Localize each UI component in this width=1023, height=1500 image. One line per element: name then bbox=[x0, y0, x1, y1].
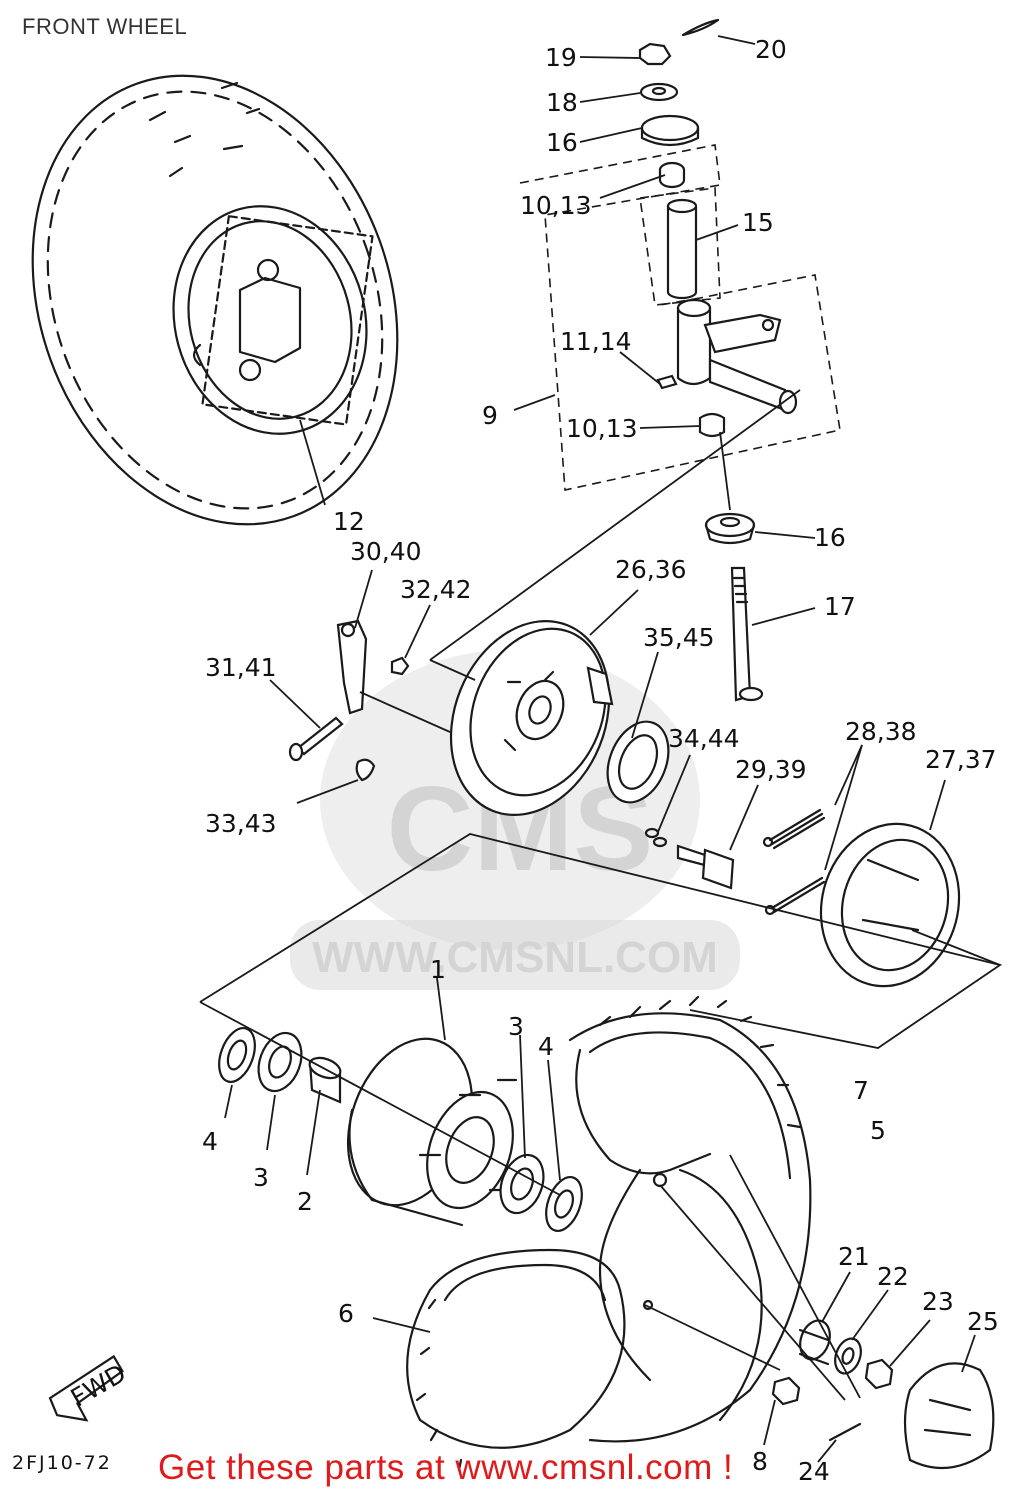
camshaft bbox=[676, 844, 735, 890]
callout-19: 19 bbox=[545, 43, 577, 72]
callout-labels: 19 20 18 16 10,13 15 11,14 9 10,13 12 16… bbox=[202, 35, 999, 1486]
callout-22: 22 bbox=[877, 1262, 909, 1291]
callout-11-14: 11,14 bbox=[560, 327, 632, 356]
callout-18: 18 bbox=[546, 88, 578, 117]
callout-2: 2 bbox=[297, 1187, 313, 1216]
leader-lines bbox=[224, 35, 976, 1463]
callout-21: 21 bbox=[838, 1242, 870, 1271]
callout-34-44: 34,44 bbox=[668, 724, 740, 753]
lower-bush-and-bolt bbox=[704, 512, 764, 702]
callout-24: 24 bbox=[798, 1457, 830, 1486]
callout-17: 17 bbox=[824, 592, 856, 621]
footer-link-text[interactable]: Get these parts at www.cmsnl.com ! bbox=[158, 1448, 734, 1487]
page-title: FRONT WHEEL bbox=[22, 14, 188, 39]
callout-4-right: 4 bbox=[538, 1032, 554, 1061]
callout-3-right: 3 bbox=[508, 1012, 524, 1041]
callout-31-41: 31,41 bbox=[205, 653, 277, 682]
callout-16-lower: 16 bbox=[814, 523, 846, 552]
callout-4-left: 4 bbox=[202, 1127, 218, 1156]
callout-1: 1 bbox=[430, 955, 446, 984]
brake-plate bbox=[449, 620, 614, 816]
callout-29-39: 29,39 bbox=[735, 755, 807, 784]
callout-10-13-lower: 10,13 bbox=[566, 414, 638, 443]
callout-26-36: 26,36 bbox=[615, 555, 687, 584]
springs-and-shoes bbox=[762, 808, 961, 988]
callout-6: 6 bbox=[338, 1299, 354, 1328]
callout-9: 9 bbox=[482, 401, 498, 430]
axle-end-parts bbox=[771, 1319, 995, 1470]
callout-5: 5 bbox=[870, 1116, 886, 1145]
callout-30-40: 30,40 bbox=[350, 537, 422, 566]
diagram-code: 2FJ10-72 bbox=[12, 1452, 112, 1474]
cam-lever bbox=[288, 619, 410, 782]
callout-33-43: 33,43 bbox=[205, 809, 277, 838]
top-hardware bbox=[638, 18, 720, 189]
callout-20: 20 bbox=[755, 35, 787, 64]
seal-and-orings bbox=[606, 720, 670, 848]
callout-27-37: 27,37 bbox=[925, 745, 997, 774]
callout-32-42: 32,42 bbox=[400, 575, 472, 604]
assembled-wheel-illustration bbox=[31, 74, 399, 526]
fwd-arrow: FWD bbox=[48, 1354, 131, 1422]
callout-23: 23 bbox=[922, 1287, 954, 1316]
callout-25: 25 bbox=[967, 1307, 999, 1336]
callout-7: 7 bbox=[853, 1076, 869, 1105]
callout-3-left: 3 bbox=[253, 1163, 269, 1192]
callout-12: 12 bbox=[333, 507, 365, 536]
callout-10-13-upper: 10,13 bbox=[520, 191, 592, 220]
callout-8: 8 bbox=[752, 1447, 768, 1476]
callout-15: 15 bbox=[742, 208, 774, 237]
wheel-and-tire bbox=[406, 995, 812, 1472]
assembly-pointer-lines bbox=[199, 389, 1003, 1196]
spindle-tube bbox=[666, 198, 698, 300]
watermark-url-text: WWW.CMSNL.COM bbox=[312, 933, 718, 982]
callout-16-top: 16 bbox=[546, 128, 578, 157]
steering-knuckle bbox=[656, 298, 798, 438]
hub-assembly bbox=[218, 1027, 583, 1232]
callout-35-45: 35,45 bbox=[643, 623, 715, 652]
callout-28-38: 28,38 bbox=[845, 717, 917, 746]
